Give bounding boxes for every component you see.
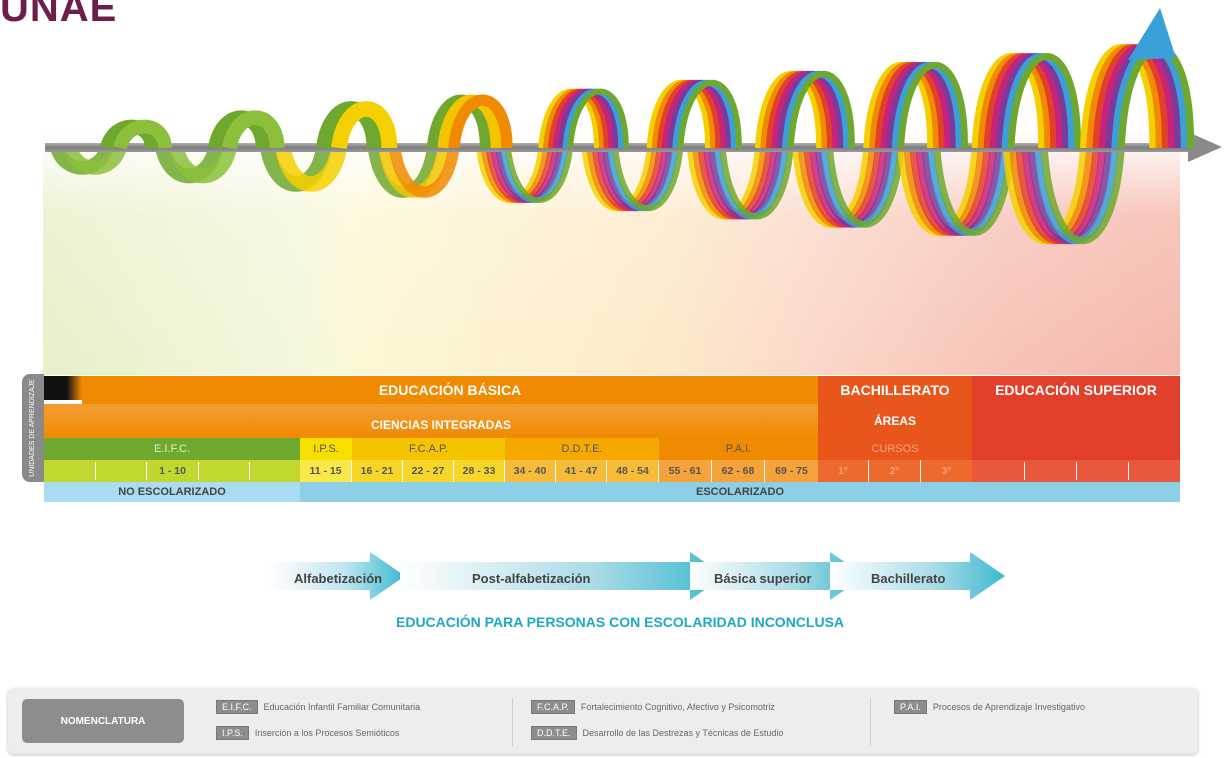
nomenclature-panel [8, 688, 1198, 754]
areas: ÁREAS [818, 404, 972, 438]
inconclusa-title: EDUCACIÓN PARA PERSONAS CON ESCOLARIDAD … [396, 614, 845, 630]
legend-item-fcap: F.C.A.P. Fortalecimiento Cognitivo, Afec… [531, 700, 775, 714]
unit-34-40: 34 - 40 [505, 460, 556, 482]
spiral-band-front [448, 94, 513, 149]
legend-text-fcap: Fortalecimiento Cognitivo, Afectivo y Ps… [580, 702, 775, 712]
unit-69-75: 69 - 75 [765, 460, 818, 482]
label-bachillerato: Bachillerato [871, 571, 946, 586]
legend-text-pai: Procesos de Aprendizaje Investigativo [932, 702, 1085, 712]
spiral-band-front [787, 70, 855, 149]
stage-fcap: F.C.A.P. [352, 438, 505, 460]
axis-arrowhead [1188, 132, 1222, 162]
level-educacion-superior: EDUCACIÓN SUPERIOR [972, 376, 1180, 404]
spiral-band-back [63, 145, 127, 175]
spiral-band-back [719, 147, 794, 220]
superior-row2 [972, 404, 1180, 438]
spiral-band-back [1040, 147, 1125, 245]
legend-text-eifc: Educación Infantil Familiar Comunitaria [263, 702, 421, 712]
spiral-band-back [933, 147, 1015, 236]
course-1: 1° [818, 460, 869, 482]
unit-41-47: 41 - 47 [556, 460, 607, 482]
unit-16-21: 16 - 21 [352, 460, 403, 482]
unit-11-15: 11 - 15 [300, 460, 352, 482]
black-marker-1 [44, 376, 82, 400]
side-tab-label: UNIDADES DE APRENDIZAJE [29, 379, 36, 477]
spiral-band-front [567, 88, 629, 149]
unit-22-27: 22 - 27 [403, 460, 454, 482]
superior-tick-2 [1076, 462, 1077, 480]
superior-row3 [972, 438, 1180, 460]
spiral-band-back [389, 147, 460, 198]
inconclusa-arrows [270, 552, 1005, 600]
legend-item-ips: I.P.S. Inserción a los Procesos Semiótic… [216, 726, 399, 740]
spiral-band-back [169, 145, 237, 184]
spiral-band-back [826, 147, 905, 228]
nomenclature-button[interactable]: NOMENCLATURA [22, 699, 184, 743]
legend-abbr-pai: P.A.I. [894, 700, 927, 714]
level-educacion-basica: EDUCACIÓN BÁSICA [82, 376, 818, 404]
unit-48-54: 48 - 54 [607, 460, 659, 482]
spiral-band-front [677, 79, 742, 149]
arrow-post-alfabetizacion [400, 552, 725, 600]
spiral-band-front [331, 101, 398, 150]
spiral-band-front [222, 110, 285, 150]
legend-item-eifc: E.I.F.C. Educación Infantil Familiar Com… [216, 700, 420, 714]
spiral-band-front [1007, 53, 1082, 149]
side-tab: UNIDADES DE APRENDIZAJE [22, 374, 44, 482]
orange-strip [44, 404, 818, 412]
escolarizado: ESCOLARIZADO [300, 482, 1180, 502]
stage-ddte: D.D.T.E. [505, 438, 659, 460]
spiral-band-back [505, 147, 573, 203]
spiral-band-back [275, 146, 347, 192]
ciencias-integradas: CIENCIAS INTEGRADAS [44, 412, 818, 438]
spiral-arrow-tip [1128, 8, 1176, 60]
eifc-units-bg [44, 460, 300, 482]
label-alfabetizacion: Alfabetización [294, 571, 383, 586]
course-2: 2° [869, 460, 921, 482]
legend-text-ddte: Desarrollo de las Destrezas y Técnicas d… [582, 728, 784, 738]
legend-abbr-ddte: D.D.T.E. [531, 726, 577, 740]
stage-ips: I.P.S. [300, 438, 352, 460]
legend-abbr-ips: I.P.S. [216, 726, 249, 740]
eifc-tick-3 [198, 462, 199, 480]
superior-tick-3 [1128, 462, 1129, 480]
eifc-tick-2 [146, 462, 147, 480]
spiral-back-layer [50, 145, 1125, 245]
logo: UNAE [0, 0, 118, 30]
unit-55-61: 55 - 61 [659, 460, 712, 482]
label-basica-superior: Básica superior [714, 571, 812, 586]
unit-62-68: 62 - 68 [712, 460, 765, 482]
unit-28-33: 28 - 33 [454, 460, 505, 482]
legend-abbr-fcap: F.C.A.P. [531, 700, 575, 714]
course-3: 3° [921, 460, 972, 482]
legend-item-pai: P.A.I. Procesos de Aprendizaje Investiga… [894, 700, 1085, 714]
legend-text-ips: Inserción a los Procesos Semióticos [254, 728, 400, 738]
arrow-alfabetizacion [270, 552, 405, 600]
spiral-illustration [43, 8, 1222, 375]
legend-abbr-eifc: E.I.F.C. [216, 700, 258, 714]
spiral-band-front [897, 62, 968, 149]
stage-eifc: E.I.F.C. [44, 438, 300, 460]
arrow-basica-superior [690, 552, 865, 600]
level-bachillerato: BACHILLERATO [818, 376, 972, 404]
label-post-alfabetizacion: Post-alfabetización [472, 571, 591, 586]
spiral-front-layer [100, 44, 1195, 151]
arrow-bachillerato [830, 552, 1005, 600]
eifc-tick-4 [249, 462, 250, 480]
unit-1-10: 1 - 10 [159, 465, 186, 477]
stage-cursos: CURSOS [818, 438, 972, 460]
spiral-band-front [113, 119, 172, 151]
spiral-band-back [612, 147, 684, 212]
eifc-tick-1 [95, 462, 96, 480]
superior-tick-1 [1024, 462, 1025, 480]
stage-pai: P.A.I. [659, 438, 818, 460]
no-escolarizado: NO ESCOLARIZADO [44, 482, 300, 502]
legend-item-ddte: D.D.T.E. Desarrollo de las Destrezas y T… [531, 726, 783, 740]
legend-divider-2 [870, 698, 871, 746]
legend-divider-1 [512, 698, 513, 746]
